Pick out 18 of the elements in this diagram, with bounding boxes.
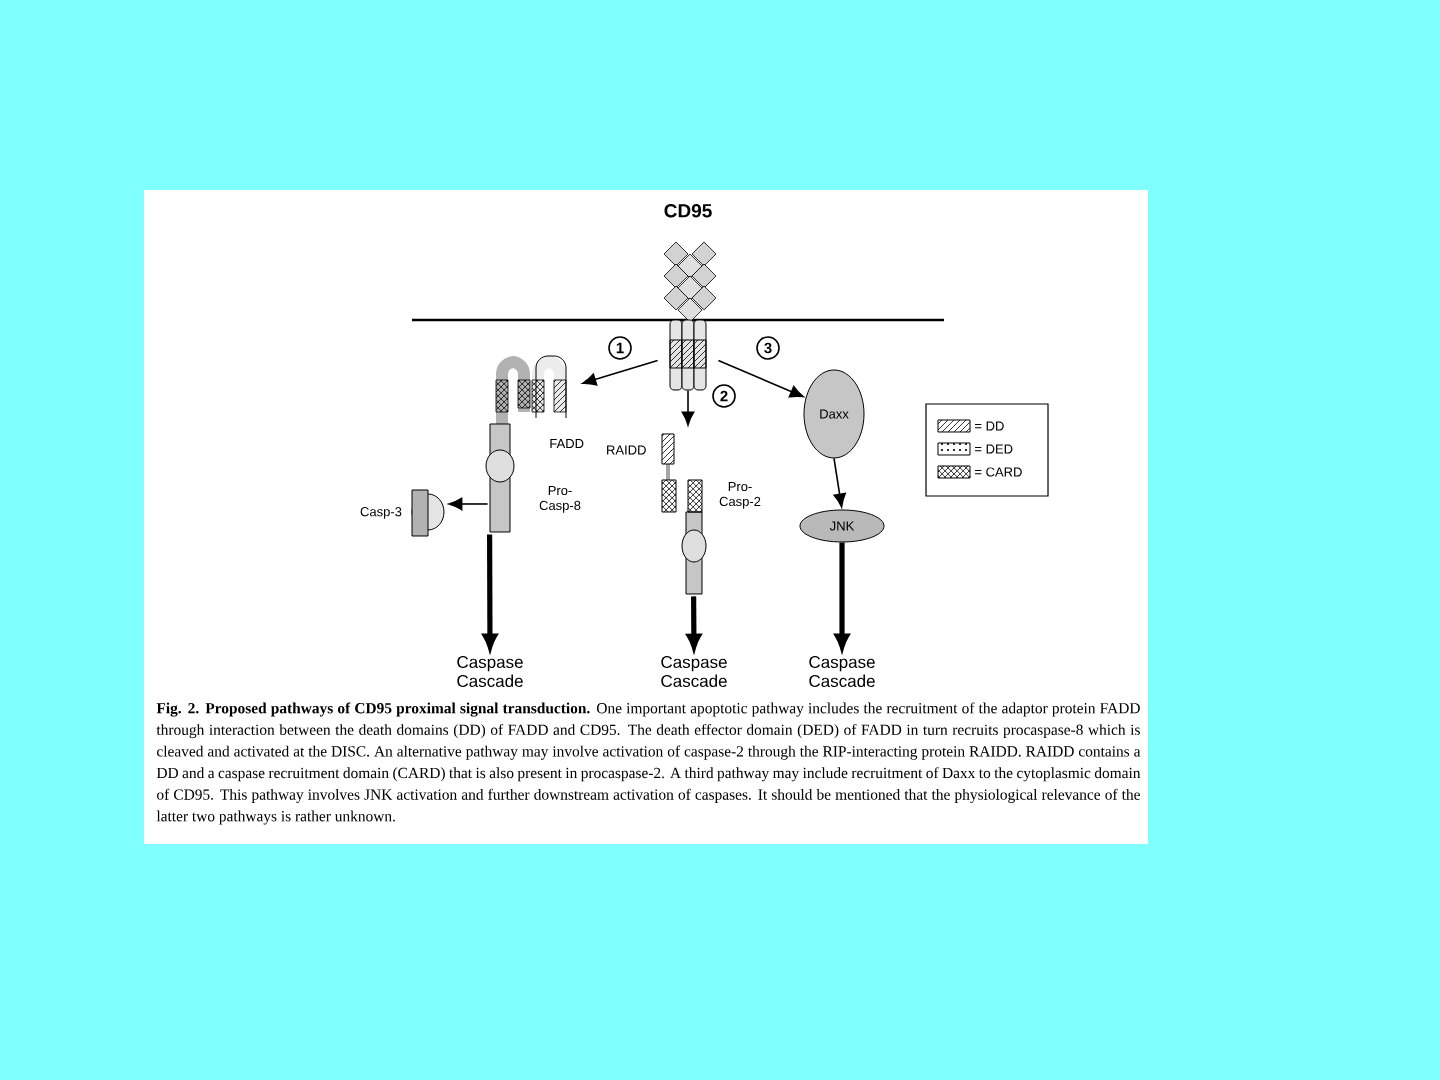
arrow [582, 359, 659, 386]
adaptor-protein [531, 379, 545, 413]
arrow [834, 542, 850, 650]
adaptor-protein [495, 379, 531, 413]
procaspase [661, 479, 677, 513]
procaspase [681, 511, 707, 595]
arrow [833, 457, 846, 508]
pathway-output: Caspase Cascade [809, 656, 875, 687]
adaptor-protein [496, 355, 567, 424]
arrow [717, 359, 804, 398]
pathway-output: Caspase Cascade [457, 656, 523, 687]
node-label: CD95 [664, 203, 712, 218]
receptor-drawing: CD95 [663, 204, 717, 391]
arrow [448, 497, 489, 511]
arrow [482, 534, 498, 650]
arrow [686, 596, 702, 650]
pathway-output: Caspase Cascade [661, 656, 727, 687]
arrow [681, 389, 695, 426]
